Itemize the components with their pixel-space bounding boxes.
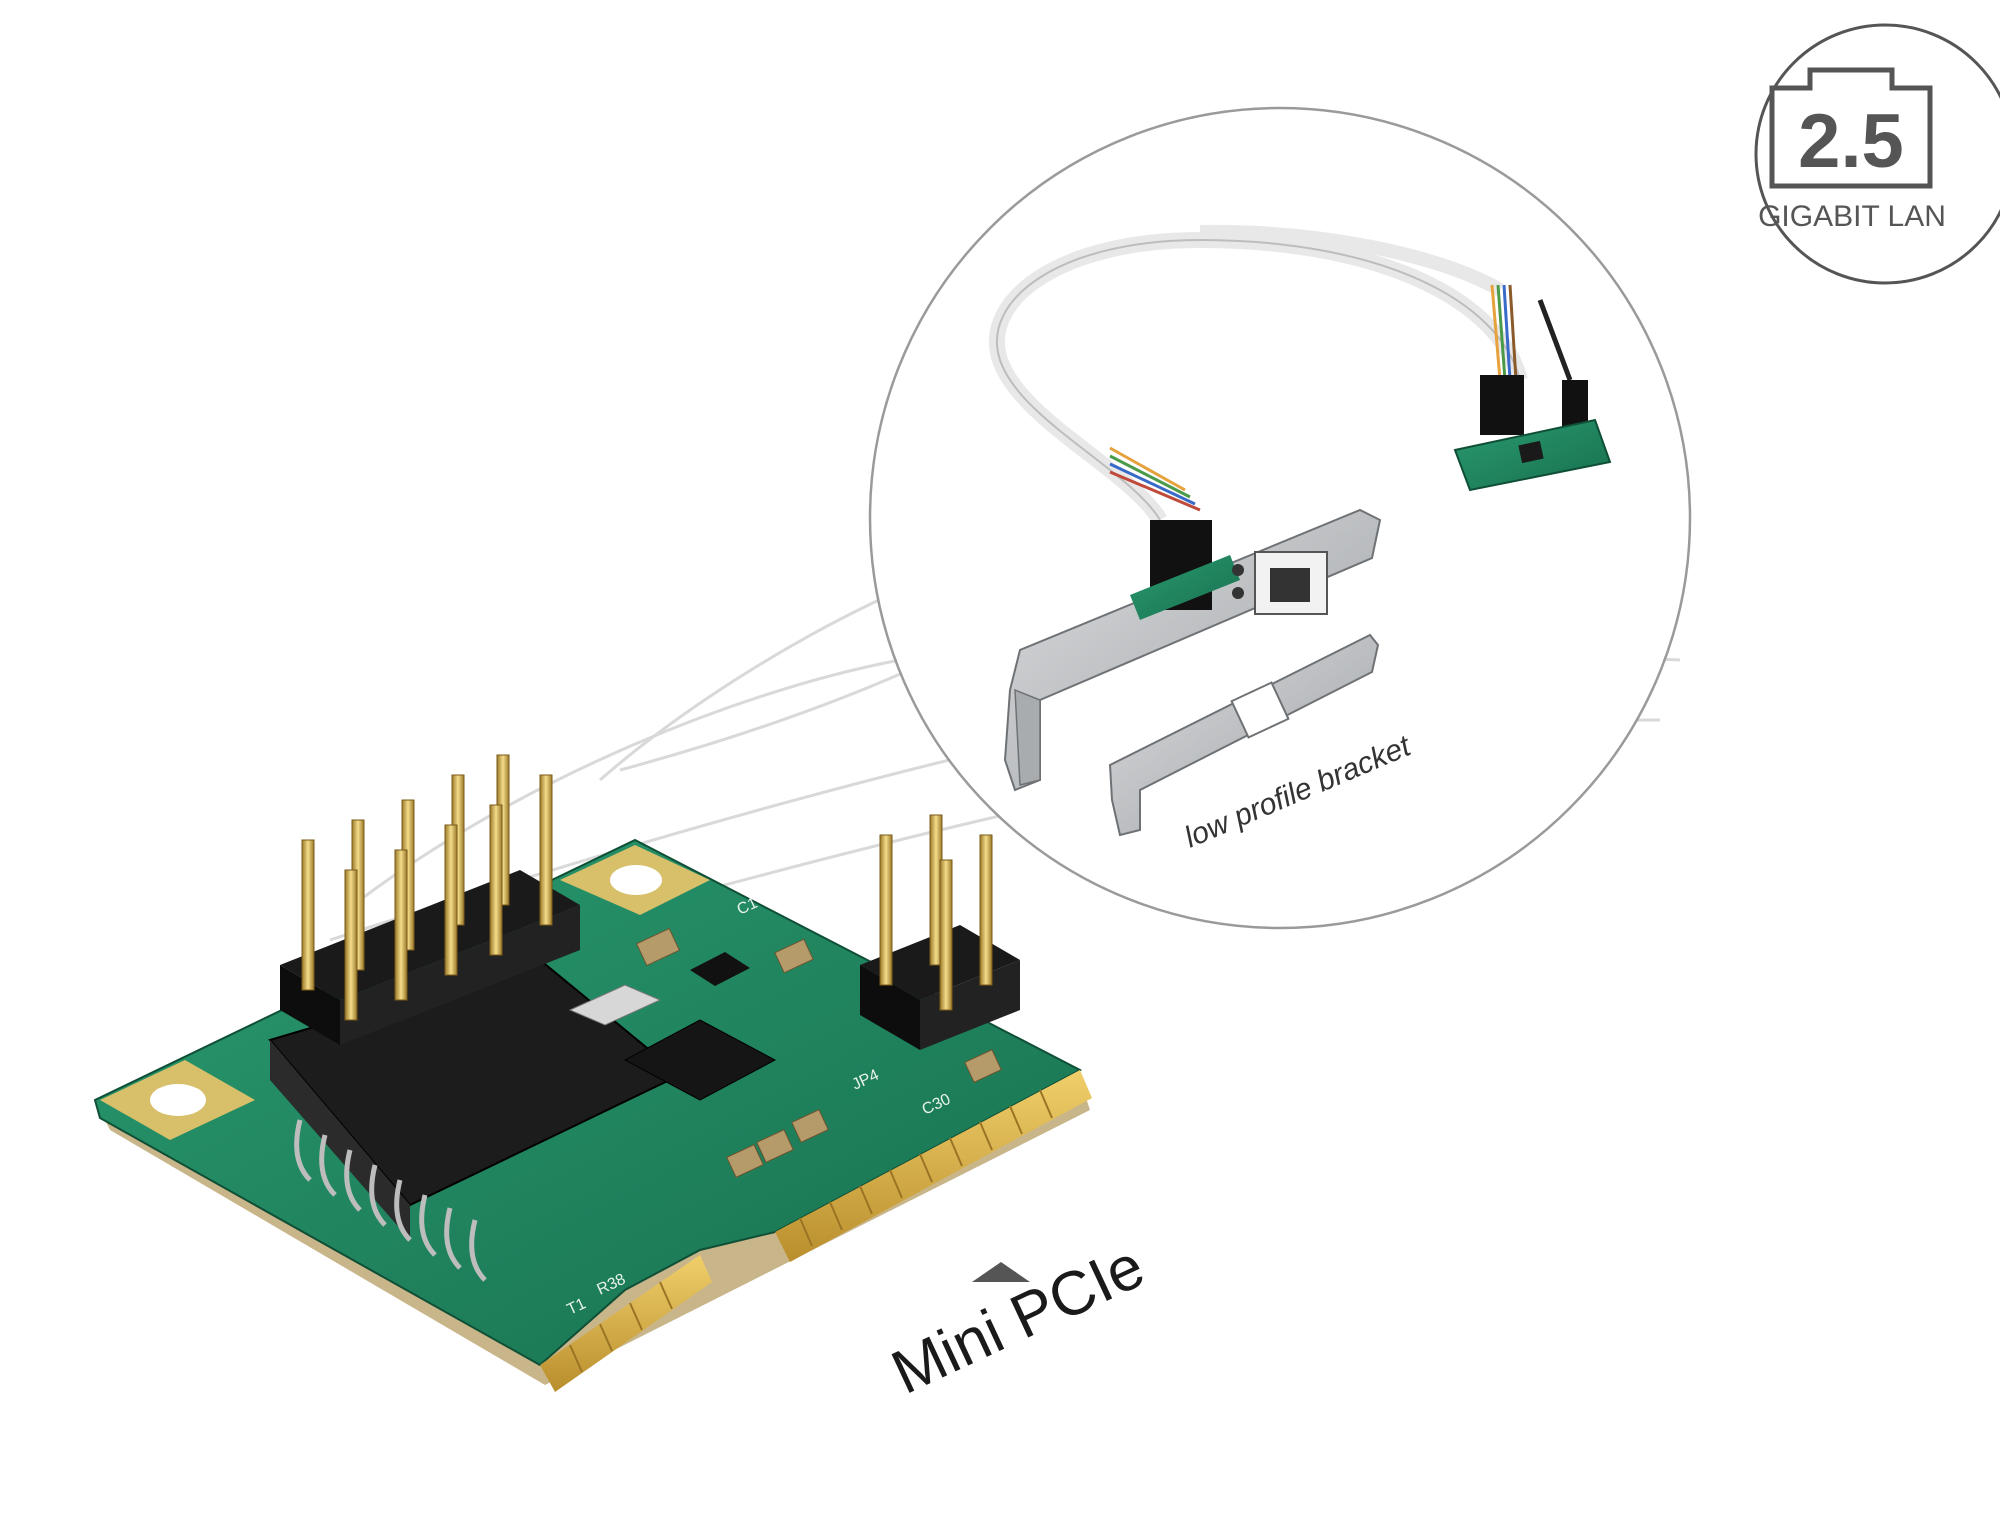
header-connector: [1480, 375, 1524, 435]
edge-connector: [540, 1255, 712, 1392]
smd-components: [635, 927, 1002, 1178]
interface-label: Mini PCIe: [882, 1232, 1155, 1408]
crystal-oscillator: [568, 984, 662, 1026]
badge-value: 2.5: [1798, 99, 1904, 184]
accessory-inset: low profile bracket: [868, 106, 1692, 930]
mini-pcie-card: C1 C30 JP4 R38 T1: [93, 754, 1092, 1392]
gigabit-badge: 2.5 GIGABIT LAN: [1754, 23, 2000, 285]
silkscreen-label: T1: [565, 1295, 589, 1318]
interface-callout: Mini PCIe: [882, 1232, 1155, 1408]
badge-caption: GIGABIT LAN: [1758, 200, 1946, 233]
mounting-hole: [100, 1060, 255, 1140]
pin-header-right: [860, 814, 1020, 1050]
mounting-hole: [560, 845, 710, 915]
ethernet-controller-chip: [623, 1019, 777, 1101]
wire-bundle: [1490, 284, 1573, 381]
badge-circle: [1754, 23, 2000, 285]
pin-header-left: [280, 754, 580, 1045]
transformer-pins: [294, 1119, 487, 1282]
ethernet-port-icon: [1769, 67, 1933, 189]
low-profile-bracket: [1108, 633, 1380, 837]
arrow-up-icon: [972, 1262, 1030, 1282]
edge-connector: [775, 1070, 1092, 1262]
